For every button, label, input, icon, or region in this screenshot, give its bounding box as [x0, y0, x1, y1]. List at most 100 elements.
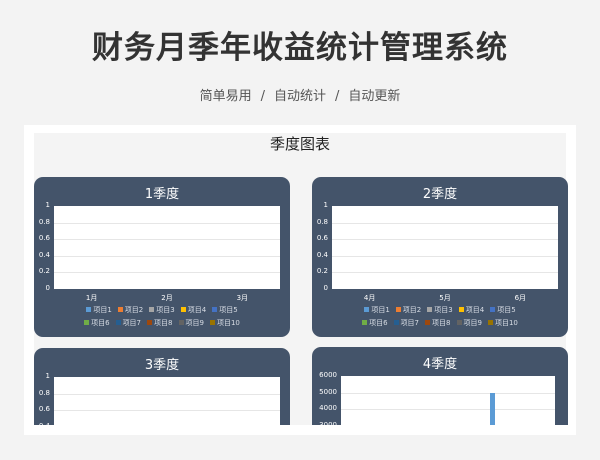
legend-item: 项目10	[487, 319, 518, 327]
chart-legend: 项目1 项目2 项目3 项目4 项目5 项目6 项目7 项目8 项目9 项目10	[312, 304, 568, 330]
legend-label: 项目7	[122, 319, 142, 327]
tagline-auto-stats: 自动统计	[273, 89, 326, 104]
legend-item: 项目4	[458, 306, 485, 314]
y-tick-label: 0.8	[38, 217, 50, 226]
legend-item: 项目9	[178, 319, 204, 327]
y-tick-label: 0.4	[316, 250, 328, 259]
legend-swatch-icon	[149, 307, 155, 312]
y-tick-label: 0.6	[316, 234, 328, 243]
legend-swatch-icon	[393, 320, 399, 325]
sheet-title: 季度图表	[269, 135, 330, 153]
sheet-card: 季度图表 1季度 1 0.8 0.6 0.4 0.2 0 1月 2月 3月项目1 项目2 项目3 项目4…	[24, 125, 576, 435]
separator: /	[335, 89, 340, 104]
legend-label: 项目3	[156, 306, 175, 314]
y-tick-label: 0	[323, 284, 328, 292]
x-tick-label: 1月	[85, 294, 98, 302]
gridline	[341, 392, 555, 394]
legend-label: 项目5	[497, 306, 516, 314]
bar-项目1-12月	[489, 392, 495, 425]
legend-label: 项目3	[434, 306, 453, 314]
legend-label: 项目2	[402, 306, 422, 314]
page-title: 财务月季年收益统计管理系统	[92, 30, 508, 66]
y-tick-label: 1	[45, 201, 50, 209]
legend-swatch-icon	[364, 307, 370, 312]
legend-item: 项目9	[456, 319, 482, 327]
x-tick-label: 4月	[363, 294, 376, 302]
legend-item: 项目8	[147, 319, 173, 327]
legend-swatch-icon	[490, 307, 496, 312]
chart-title: 1季度	[144, 187, 180, 202]
legend-label: 项目8	[432, 319, 451, 327]
plot-area	[54, 206, 280, 289]
x-tick-label: 2月	[161, 294, 173, 302]
gridline	[332, 222, 558, 224]
legend-label: 项目2	[124, 306, 144, 314]
legend-item: 项目10	[209, 319, 240, 327]
gridline	[54, 272, 280, 274]
legend-swatch-icon	[458, 307, 464, 312]
y-tick-label: 0.8	[316, 217, 328, 226]
gridline	[54, 410, 280, 412]
legend-label: 项目6	[91, 319, 110, 327]
plot-area	[54, 377, 280, 425]
legend-item: 项目6	[362, 319, 388, 327]
legend-item: 项目7	[393, 319, 420, 327]
y-tick-label: 1	[45, 372, 50, 380]
legend-swatch-icon	[209, 320, 215, 325]
legend-item: 项目7	[115, 319, 142, 327]
gridline	[54, 393, 280, 395]
legend-swatch-icon	[487, 320, 493, 325]
legend-item: 项目6	[84, 319, 110, 327]
y-tick-label: 0.8	[38, 388, 50, 397]
legend-swatch-icon	[115, 320, 121, 325]
legend-label: 项目10	[494, 319, 518, 327]
tagline-auto-update: 自动更新	[348, 89, 401, 104]
separator: /	[260, 89, 265, 104]
gridline	[341, 409, 555, 411]
chart-title: 2季度	[422, 187, 458, 202]
legend-label: 项目7	[400, 319, 420, 327]
legend-item: 项目8	[425, 319, 451, 327]
legend-item: 项目5	[490, 306, 516, 314]
y-tick-label: 1	[323, 201, 328, 209]
gridline	[332, 272, 558, 274]
chart-title: 3季度	[144, 358, 180, 373]
gridline	[332, 255, 558, 257]
y-tick-label: 0	[45, 284, 50, 292]
legend-swatch-icon	[84, 320, 90, 325]
legend-swatch-icon	[212, 307, 218, 312]
chart-title: 4季度	[422, 357, 458, 372]
legend-swatch-icon	[117, 307, 123, 312]
legend-swatch-icon	[180, 307, 186, 312]
y-tick-label: 0.2	[316, 267, 328, 276]
legend-swatch-icon	[427, 307, 433, 312]
y-tick-label: 0.4	[38, 250, 50, 259]
legend-label: 项目4	[465, 306, 485, 314]
y-tick-label: 0.2	[38, 267, 50, 276]
y-tick-label: 0.6	[38, 405, 50, 414]
legend-item: 项目4	[180, 306, 207, 314]
legend-item: 项目5	[212, 306, 238, 314]
legend-item: 项目2	[117, 306, 144, 314]
y-tick-label: 6000	[319, 371, 337, 379]
y-tick-label: 4000	[319, 404, 337, 413]
legend-item: 项目3	[427, 306, 453, 314]
legend-swatch-icon	[86, 307, 92, 312]
legend-item: 项目1	[364, 306, 390, 314]
legend-item: 项目2	[395, 306, 422, 314]
legend-swatch-icon	[456, 320, 462, 325]
plot-area	[332, 206, 558, 289]
legend-swatch-icon	[425, 320, 431, 325]
legend-item: 项目1	[86, 306, 112, 314]
legend-label: 项目4	[187, 306, 207, 314]
x-tick-label: 3月	[236, 294, 249, 302]
legend-label: 项目1	[93, 306, 112, 314]
gridline	[54, 222, 280, 224]
tagline-easy: 简单易用	[199, 89, 252, 104]
legend-swatch-icon	[362, 320, 368, 325]
y-tick-label: 5000	[319, 387, 337, 396]
